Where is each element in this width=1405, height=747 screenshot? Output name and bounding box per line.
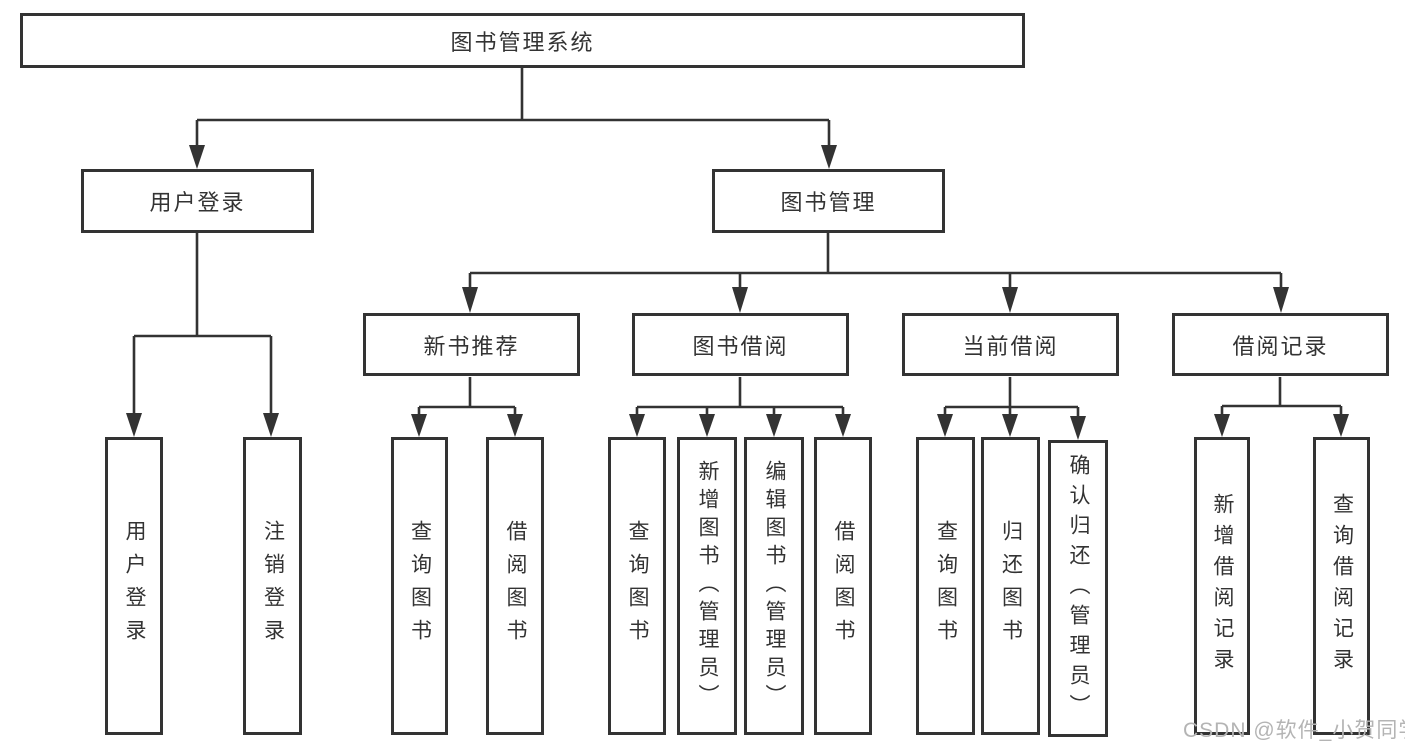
csdn-watermark: CSDN @软件_小贺同学 [1183,719,1405,742]
node-current-borrow: 当前借阅 [902,313,1119,376]
node-root: 图书管理系统 [20,13,1025,68]
leaf-current-return-book: 归还图书 [981,437,1040,735]
node-borrow-records: 借阅记录 [1172,313,1389,376]
connector-root-to-level2 [195,68,831,148]
connector-book-borrow-children [635,377,845,416]
node-user-login: 用户登录 [81,169,314,233]
connector-book-management-children [468,233,1283,290]
leaf-logout: 注销登录 [243,437,302,735]
leaf-newrec-query-book: 查询图书 [391,437,448,735]
leaf-borrow-edit-book-admin: 编辑图书（管理员） [744,437,804,735]
node-book-management: 图书管理 [712,169,945,233]
leaf-newrec-borrow-book: 借阅图书 [486,437,544,735]
connector-current-borrow-children [943,377,1080,418]
leaf-user-login: 用户登录 [105,437,163,735]
leaf-current-query-book: 查询图书 [916,437,975,735]
leaf-record-add-borrow-record: 新增借阅记录 [1194,437,1250,735]
connector-borrow-record-children [1220,377,1343,416]
leaf-current-confirm-return-admin: 确认归还（管理员） [1048,440,1108,737]
arrowheads [126,145,1349,440]
leaf-record-query-borrow-record: 查询借阅记录 [1313,437,1370,735]
leaf-borrow-add-book-admin: 新增图书（管理员） [677,437,737,735]
node-book-borrow: 图书借阅 [632,313,849,376]
connector-user-login-children [132,233,273,414]
node-new-book-recommend: 新书推荐 [363,313,580,376]
leaf-borrow-query-book: 查询图书 [608,437,666,735]
connector-new-book-recommend-children [417,377,517,416]
leaf-borrow-borrow-book: 借阅图书 [814,437,872,735]
